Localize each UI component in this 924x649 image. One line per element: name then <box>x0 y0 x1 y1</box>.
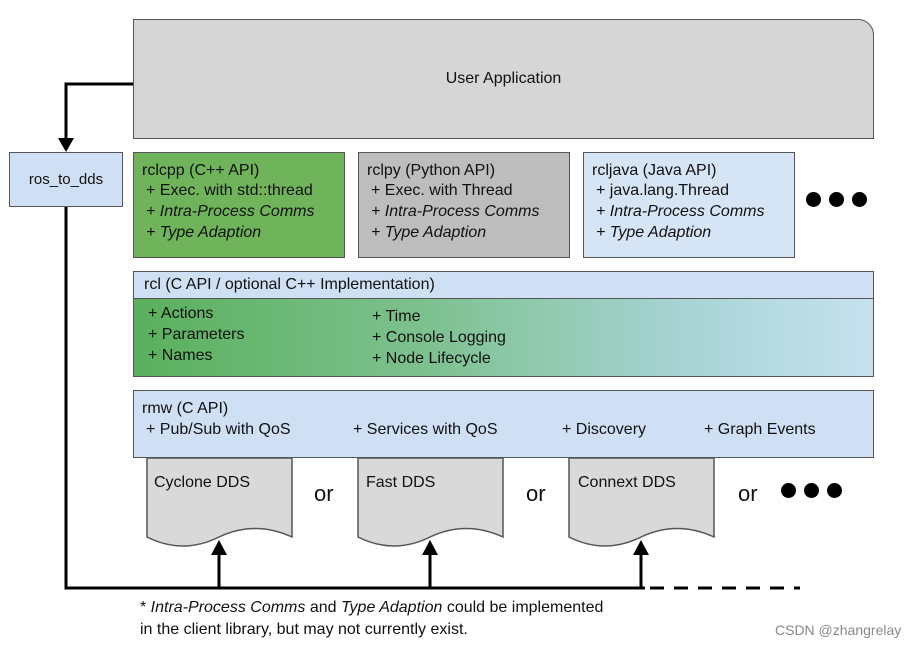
more-apis-ellipsis <box>806 192 867 207</box>
footnote-star: * <box>140 599 151 616</box>
line-ros-to-bottom <box>64 207 645 590</box>
user-application-box: User Application <box>133 19 874 139</box>
connext-dds-label: Connext DDS <box>578 474 676 491</box>
rclcpp-line1: + Exec. with std::thread <box>146 182 313 199</box>
footnote-italic1: Intra-Process Comms <box>150 599 306 616</box>
footnote-line2: in the client library, but may not curre… <box>140 621 468 638</box>
rcl-feature: + Console Logging <box>372 329 506 346</box>
rcljava-line3: + Type Adaption <box>596 224 712 241</box>
rcljava-title: rcljava (Java API) <box>592 162 717 179</box>
rclpy-line3: + Type Adaption <box>371 224 487 241</box>
rcl-feature: + Parameters <box>148 326 245 343</box>
or-label: or <box>526 481 546 506</box>
footnote-and: and <box>305 599 341 616</box>
footnote-rest: could be implemented <box>442 599 604 616</box>
rcl-header: rcl (C API / optional C++ Implementation… <box>133 271 874 299</box>
ellipsis-dot <box>829 192 844 207</box>
cyclone-dds-label: Cyclone DDS <box>154 474 251 491</box>
rclcpp-title: rclcpp (C++ API) <box>142 162 260 179</box>
rcl-feature: + Node Lifecycle <box>372 350 491 367</box>
rclcpp-box: rclcpp (C++ API) + Exec. with std::threa… <box>133 152 345 258</box>
rmw-title: rmw (C API) <box>142 400 229 417</box>
rcl-features: + Actions + Parameters + Names + Time + … <box>133 298 874 377</box>
or-label: or <box>738 481 758 506</box>
cyclone-dds-shape <box>146 457 293 547</box>
rcljava-box: rcljava (Java API) + java.lang.Thread + … <box>583 152 795 258</box>
rcl-feature: + Time <box>372 308 421 325</box>
arrow-user-to-ros <box>64 82 133 140</box>
rcl-feature: + Actions <box>148 305 214 322</box>
ellipsis-dot <box>852 192 867 207</box>
more-dds-ellipsis <box>781 483 842 498</box>
rmw-feature: + Graph Events <box>704 421 816 438</box>
rclpy-line1: + Exec. with Thread <box>371 182 513 199</box>
ellipsis-dot <box>781 483 796 498</box>
user-application-label: User Application <box>445 70 562 87</box>
rclpy-title: rclpy (Python API) <box>367 162 496 179</box>
footnote-italic2: Type Adaption <box>340 599 443 616</box>
rmw-feature: + Discovery <box>562 421 647 438</box>
or-label: or <box>314 481 334 506</box>
rcl-feature: + Names <box>148 347 213 364</box>
rclpy-box: rclpy (Python API) + Exec. with Thread +… <box>358 152 570 258</box>
ellipsis-dot <box>827 483 842 498</box>
rmw-feature: + Services with QoS <box>353 421 498 438</box>
footnote-line1: * Intra-Process Comms and Type Adaption … <box>140 598 603 618</box>
rmw-feature: + Pub/Sub with QoS <box>146 421 291 438</box>
ellipsis-dot <box>806 192 821 207</box>
rmw-box: rmw (C API) + Pub/Sub with QoS + Service… <box>133 390 874 458</box>
fast-dds-label: Fast DDS <box>366 474 436 491</box>
rclcpp-line3: + Type Adaption <box>146 224 262 241</box>
rclpy-line2: + Intra-Process Comms <box>371 203 540 220</box>
rcl-title: rcl (C API / optional C++ Implementation… <box>144 276 435 293</box>
watermark: CSDN @zhangrelay <box>775 622 902 638</box>
rcljava-line2: + Intra-Process Comms <box>596 203 765 220</box>
ellipsis-dot <box>804 483 819 498</box>
fast-dds-shape <box>357 457 504 547</box>
rcljava-line1: + java.lang.Thread <box>596 182 729 199</box>
ros-to-dds-box: ros_to_dds <box>9 152 123 207</box>
connext-dds-shape <box>568 457 715 547</box>
rclcpp-line2: + Intra-Process Comms <box>146 203 315 220</box>
